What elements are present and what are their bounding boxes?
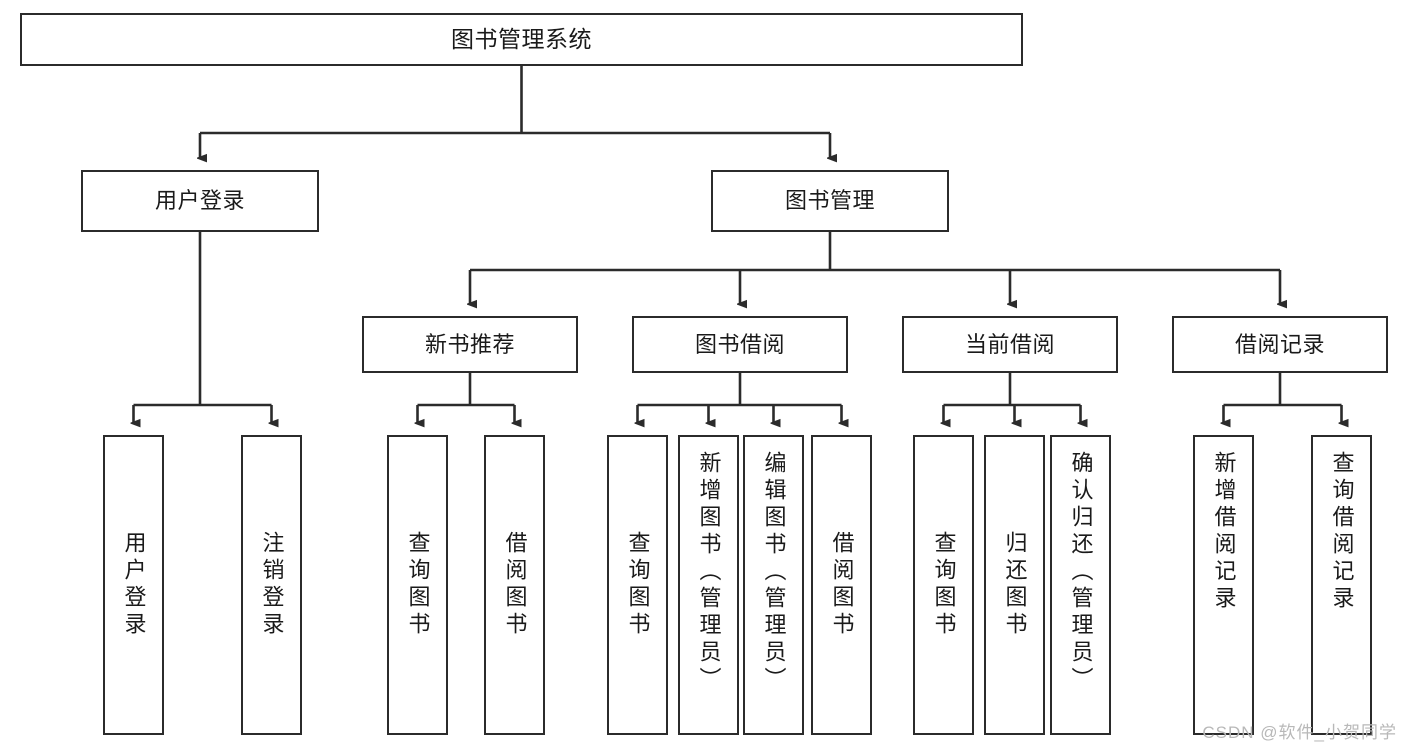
node-book-borrow[interactable]: 图书借阅 (632, 316, 848, 373)
node-leaf-borrow-book-2[interactable]: 借阅图书 (811, 435, 872, 735)
node-label: 新增借阅记录 (1211, 451, 1237, 613)
node-new-book-rec[interactable]: 新书推荐 (362, 316, 578, 373)
node-label: 归还图书 (1002, 531, 1028, 639)
node-label: 查询图书 (931, 531, 957, 639)
node-label: 图书借阅 (694, 331, 785, 357)
node-label: 查询图书 (625, 531, 651, 639)
node-leaf-query-book-1[interactable]: 查询图书 (387, 435, 448, 735)
node-leaf-user-logout[interactable]: 注销登录 (241, 435, 302, 735)
node-label: 借阅图书 (829, 531, 855, 639)
node-label: 图书管理 (784, 188, 875, 214)
node-leaf-edit-book[interactable]: 编辑图书（管理员） (743, 435, 804, 735)
node-borrow-record[interactable]: 借阅记录 (1172, 316, 1388, 373)
node-label: 新增图书（管理员） (696, 451, 722, 694)
node-label: 新书推荐 (424, 331, 515, 357)
node-label: 查询借阅记录 (1329, 451, 1355, 613)
csdn-watermark: CSDN @软件_小贺同学 (1202, 723, 1397, 742)
node-user-login[interactable]: 用户登录 (81, 170, 319, 232)
node-leaf-add-book[interactable]: 新增图书（管理员） (678, 435, 739, 735)
node-label: 借阅记录 (1234, 331, 1325, 357)
node-leaf-borrow-book-1[interactable]: 借阅图书 (484, 435, 545, 735)
node-label: 注销登录 (259, 531, 285, 639)
node-root[interactable]: 图书管理系统 (20, 13, 1023, 66)
node-label: 确认归还（管理员） (1068, 451, 1094, 694)
node-leaf-query-book-3[interactable]: 查询图书 (913, 435, 974, 735)
node-label: 用户登录 (121, 531, 147, 639)
node-leaf-query-book-2[interactable]: 查询图书 (607, 435, 668, 735)
node-label: 借阅图书 (502, 531, 528, 639)
node-label: 查询图书 (405, 531, 431, 639)
node-book-manage[interactable]: 图书管理 (711, 170, 949, 232)
node-label: 编辑图书（管理员） (761, 451, 787, 694)
node-label: 图书管理系统 (451, 25, 592, 52)
node-leaf-return-book[interactable]: 归还图书 (984, 435, 1045, 735)
node-label: 当前借阅 (964, 331, 1055, 357)
node-leaf-query-record[interactable]: 查询借阅记录 (1311, 435, 1372, 735)
node-current-borrow[interactable]: 当前借阅 (902, 316, 1118, 373)
node-leaf-add-record[interactable]: 新增借阅记录 (1193, 435, 1254, 735)
node-leaf-user-login[interactable]: 用户登录 (103, 435, 164, 735)
node-label: 用户登录 (154, 188, 245, 214)
node-leaf-confirm-return[interactable]: 确认归还（管理员） (1050, 435, 1111, 735)
